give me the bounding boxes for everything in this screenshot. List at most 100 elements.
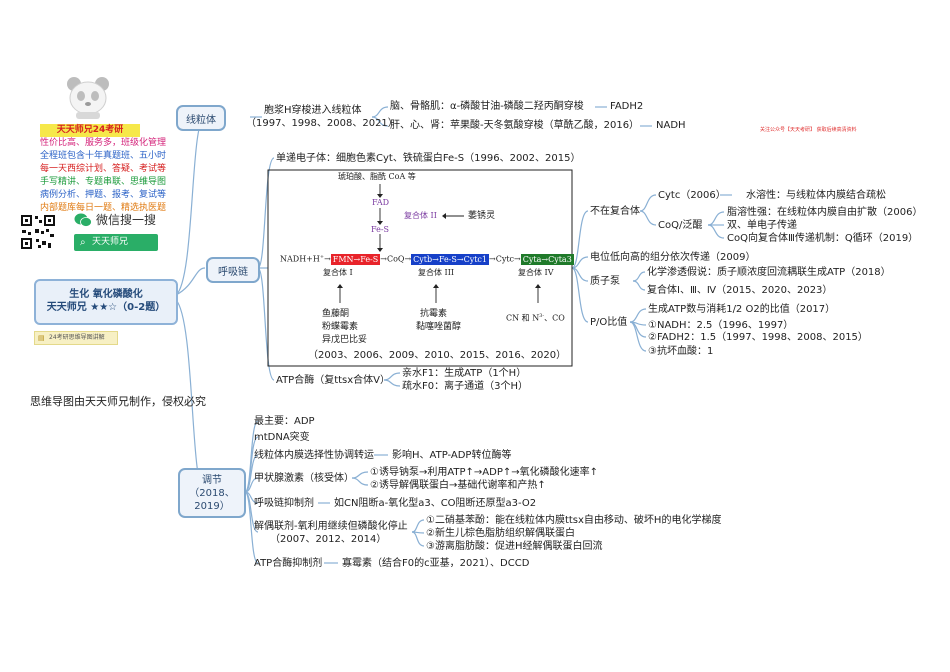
- promo-line: 手写精讲、专题串联、思维导图: [40, 177, 167, 187]
- inhibitor-n3-sup: 3-: [539, 313, 545, 319]
- central-topic[interactable]: 生化 氧化磷酸化 天天师兄 ★★☆（0-2题）: [34, 279, 178, 325]
- coq-desc-3: CoQ向复合体Ⅲ传递机制：Q循环（2019）: [727, 233, 919, 244]
- not-in-complex: 不在复合体: [590, 206, 640, 217]
- shuttle-title: 胞浆H穿梭进入线粒体: [264, 105, 362, 116]
- inhibitor-amobarbital: 异戊巴比妥: [322, 335, 368, 345]
- promo-lines: 性价比高、服务多，班级化管理全程班包含十年真题班、五小时每一天西综计划、答疑、考…: [40, 137, 167, 215]
- regulation-years-2: 2019）: [194, 500, 230, 512]
- promo-line: 全程班包含十年真题班、五小时: [40, 151, 167, 161]
- single-electron-carrier: 单递电子体：细胞色素Cyt、铁硫蛋白Fe-S（1996、2002、2015）: [276, 153, 581, 164]
- regulation-years-1: （2018、: [189, 487, 235, 499]
- shuttle-row-liver: 肝、心、肾：苹果酸-天冬氨酸穿梭（草酰乙酸，2016）: [390, 120, 640, 131]
- inhibitor-years: （2003、2006、2009、2010、2015、2016、2020）: [308, 350, 567, 361]
- inhibitor-rotenone: 鱼藤酮: [322, 309, 350, 319]
- inhibitor-piericidin: 粉蝶霉素: [322, 322, 359, 332]
- coq-desc-2: 双、单电子传递: [727, 220, 797, 231]
- diagram-complex-3: 复合体 III: [418, 268, 455, 277]
- diagram-cytc: →Cytc→: [489, 254, 521, 264]
- shuttle-row-liver-result: NADH: [656, 120, 686, 131]
- reg-item-thyroid: 甲状腺激素（核受体）: [254, 473, 354, 484]
- po-ratio: P/O比值: [590, 317, 628, 328]
- po-row-4: ③抗坏血酸：1: [648, 346, 714, 357]
- promo-title: 天天师兄24考研: [40, 124, 140, 137]
- potential-order: 电位低向高的组分依次传递（2009）: [590, 252, 756, 263]
- inhibitors-complex-3: 抗霉素 黏噻唑菌醇: [416, 308, 486, 334]
- diagram-top-sources: 琥珀酸、脂酰 CoA 等: [338, 172, 416, 181]
- atp-synthase: ATP合酶（复ttsx合体Ⅴ）: [276, 375, 391, 386]
- regulation-label: 调节: [202, 474, 222, 486]
- promo-line: 性价比高、服务多，班级化管理: [40, 138, 167, 148]
- cytc-label: Cytc（2006）: [658, 190, 726, 201]
- search-text: 天天师兄: [92, 237, 129, 247]
- copyright-note: 思维导图由天天师兄制作，侵权必究: [30, 395, 206, 408]
- coq-desc-1: 脂溶性强：在线粒体内膜自由扩散（2006）: [727, 207, 923, 218]
- inhibitors-complex-1: 鱼藤酮 粉蝶霉素 异戊巴比妥: [322, 308, 392, 347]
- diagram-fmn-box: FMN→Fe-S: [330, 253, 381, 265]
- diagram-complex-1: 复合体 I: [323, 268, 353, 277]
- wechat-search-label: 微信搜一搜: [96, 213, 157, 227]
- cytc-desc: 水溶性：与线粒体内膜结合疏松: [746, 190, 886, 201]
- branch-regulation[interactable]: 调节 （2018、 2019）: [178, 468, 246, 518]
- diagram-nadh-plus: +: [319, 254, 325, 260]
- atp-synthase-f1: 亲水F1：生成ATP（1个H）: [402, 368, 527, 379]
- inhibitor-antimycin: 抗霉素: [420, 309, 448, 319]
- promo-line: 病例分析、押题、报考、复试等: [40, 190, 167, 200]
- diagram-main-chain: NADH+H+→FMN→Fe-S→CoQ→Cytb→Fe-S→Cytc1→Cyt…: [280, 252, 574, 265]
- proton-pump-row-1: 化学渗透假说：质子顺浓度回流耦联生成ATP（2018）: [647, 267, 891, 278]
- branch-mitochondria[interactable]: 线粒体: [176, 105, 226, 131]
- inhibitor-myxothiazol: 黏噻唑菌醇: [416, 322, 462, 332]
- reg-uncoupler-years: （2007、2012、2014）: [270, 534, 387, 545]
- reg-uncoupler-row-2: ②新生儿棕色脂肪组织解偶联蛋白: [426, 528, 575, 539]
- po-row-3: ②FADH2：1.5（1997、1998、2008、2015）: [648, 332, 868, 343]
- tag-text: 24考研思维导图讲解: [49, 334, 105, 341]
- reg-thyroid-row-2: ②诱导解偶联蛋白→基础代谢率和产热↑: [370, 480, 546, 491]
- search-bar[interactable]: ⌕ 天天师兄: [74, 234, 158, 251]
- coq-label: CoQ/泛醌: [658, 220, 703, 231]
- panda-logo: [64, 74, 112, 120]
- branch-respiratory-chain[interactable]: 呼吸链: [206, 257, 260, 283]
- shuttle-row-brain-result: FADH2: [610, 101, 644, 112]
- reg-item-uncoupler: 解偶联剂-氧利用继续但磷酸化停止: [254, 521, 408, 532]
- diagram-complex-2-inhibitor: 萎锈灵: [468, 211, 496, 221]
- diagram-arrow: →: [324, 254, 331, 264]
- diagram-nadh: NADH+H: [280, 254, 320, 264]
- inhibitors-complex-4: CN 和 N3-、CO: [506, 311, 565, 324]
- reg-atp-inhibitor-result: 寡霉素（结合F0的c亚基，2021）、DCCD: [342, 558, 530, 569]
- lecture-tag[interactable]: ▤ 24考研思维导图讲解: [34, 331, 118, 345]
- reg-item-transport: 线粒体内膜选择性协调转运: [254, 450, 374, 461]
- central-topic-subtitle: 天天师兄 ★★☆（0-2题）: [46, 302, 166, 313]
- diagram-coq: →CoQ→: [380, 254, 412, 264]
- reg-item-mtdna: mtDNA突变: [254, 432, 310, 443]
- reg-item-inhibitor: 呼吸链抑制剂: [254, 498, 314, 509]
- reg-item-adp: 最主要：ADP: [254, 416, 315, 427]
- tag-icon: ▤: [38, 334, 45, 342]
- diagram-cyta-box: Cyta→Cyta3: [520, 253, 574, 265]
- diagram-complex-2: 复合体 II: [404, 211, 437, 220]
- top-right-note: 关注公众号【天天考研】 获取后续高清资料: [760, 127, 857, 133]
- diagram-complex-4: 复合体 IV: [518, 268, 554, 277]
- reg-inhibitor-result: 如CN阻断a-氧化型a3、CO阻断还原型a3-O2: [334, 498, 537, 509]
- qr-code: [20, 214, 56, 250]
- po-row-1: 生成ATP数与消耗1/2 O2的比值（2017）: [648, 304, 836, 315]
- inhibitor-co: 、CO: [544, 313, 565, 323]
- atp-synthase-f0: 疏水F0：离子通道（3个H）: [402, 381, 528, 392]
- promo-line: 内部题库每日一题、精选执医题: [40, 203, 167, 213]
- po-row-2: ①NADH：2.5（1996、1997）: [648, 320, 794, 331]
- diagram-fad: FAD: [372, 198, 390, 207]
- shuttle-row-brain: 脑、骨骼肌：α-磷酸甘油-磷酸二羟丙酮穿梭: [390, 101, 584, 112]
- shuttle-years: （1997、1998、2008、2021）: [246, 118, 398, 129]
- reg-thyroid-row-1: ①诱导钠泵→利用ATP↑→ADP↑→氧化磷酸化速率↑: [370, 467, 599, 478]
- wechat-icon: [74, 212, 92, 228]
- reg-item-atp-inhibitor: ATP合酶抑制剂: [254, 558, 323, 569]
- inhibitor-cn: CN 和 N: [506, 313, 540, 323]
- proton-pump: 质子泵: [590, 276, 620, 287]
- proton-pump-row-2: 复合体Ⅰ、Ⅲ、Ⅳ（2015、2020、2023）: [647, 285, 833, 296]
- diagram-cytb-box: Cytb→Fe-S→Cytc1: [411, 253, 489, 265]
- central-topic-title: 生化 氧化磷酸化: [69, 289, 143, 300]
- reg-item-transport-result: 影响H、ATP-ADP转位酶等: [392, 450, 512, 461]
- search-icon: ⌕: [80, 237, 86, 248]
- reg-uncoupler-row-1: ①二硝基苯酚：能在线粒体内膜ttsx自由移动、破坏H的电化学梯度: [426, 515, 722, 526]
- reg-uncoupler-row-3: ③游离脂肪酸：促进H经解偶联蛋白回流: [426, 541, 603, 552]
- promo-line: 每一天西综计划、答疑、考试等: [40, 164, 167, 174]
